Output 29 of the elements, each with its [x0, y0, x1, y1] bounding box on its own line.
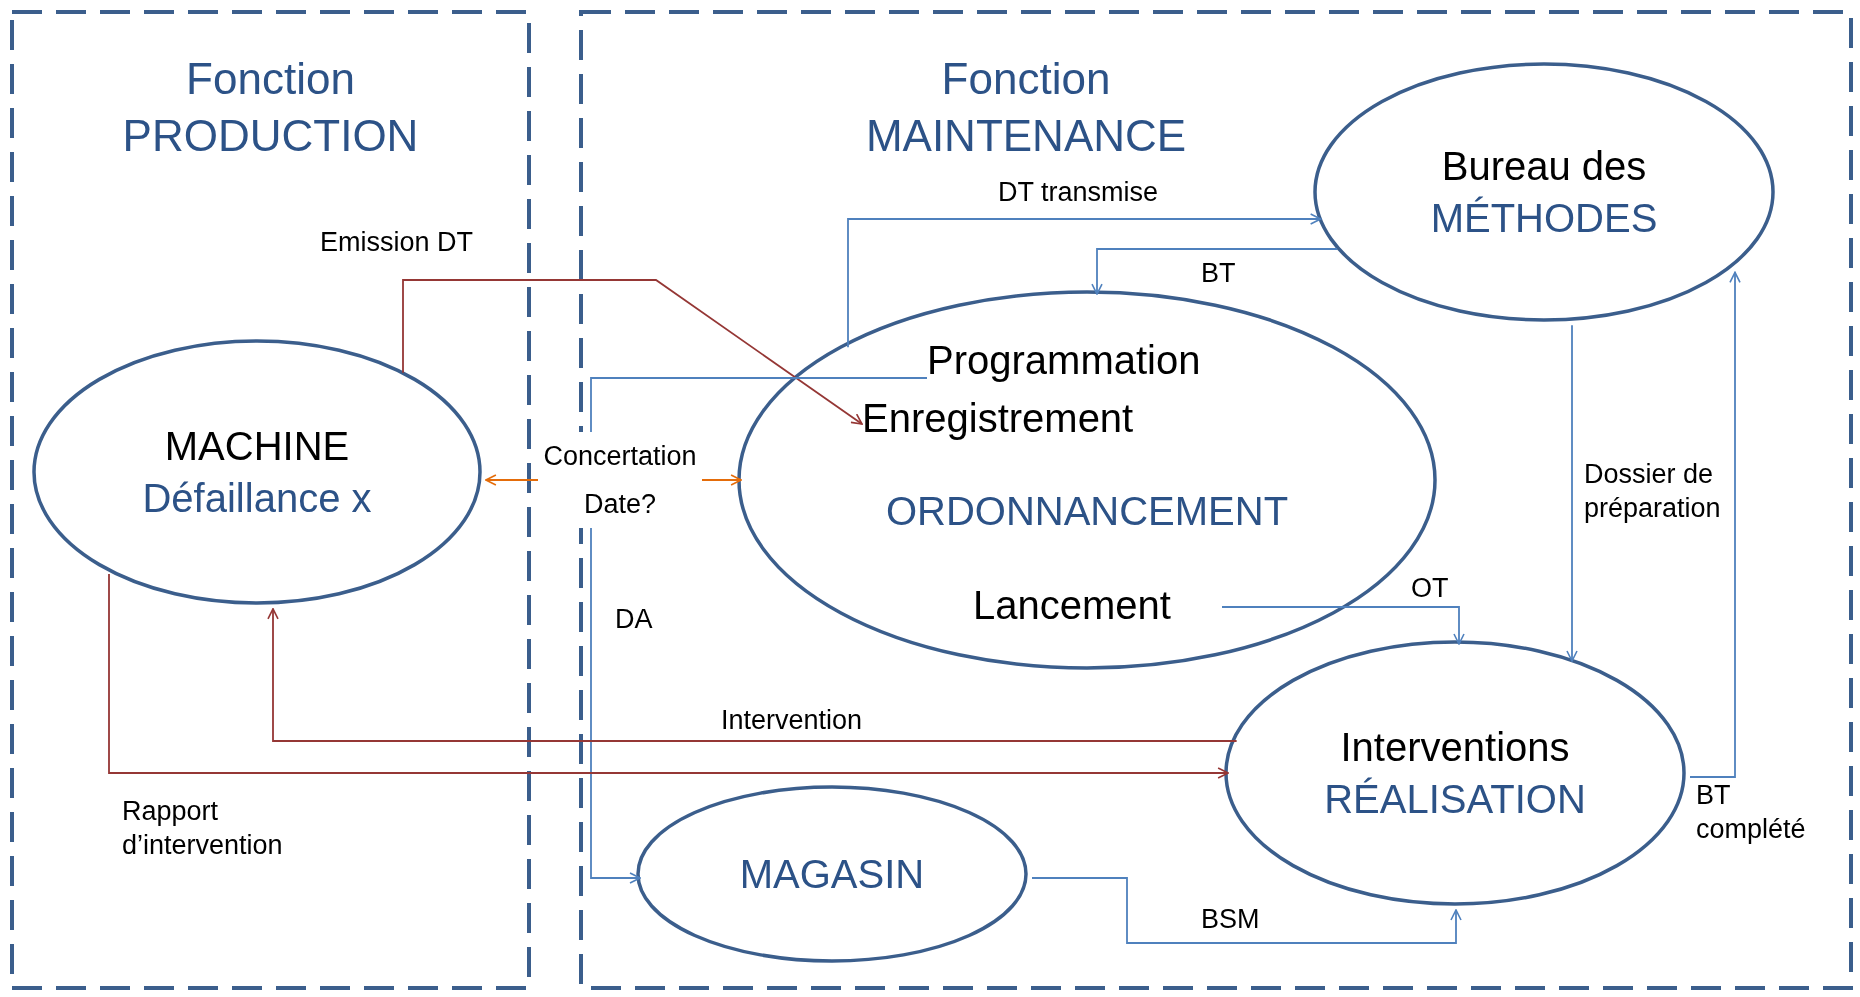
- node-title: ORDONNANCEMENT: [885, 488, 1289, 535]
- node-title: Bureau des: [1441, 143, 1647, 190]
- process-ellipse: [636, 785, 1028, 963]
- step-text: Programmation: [927, 336, 1267, 384]
- arrow: [1566, 324, 1578, 662]
- process-ellipse: [1313, 62, 1775, 322]
- edge-label: Concertation Date?: [538, 432, 702, 528]
- node-title: MACHINE: [164, 423, 350, 470]
- arrow: [1689, 271, 1741, 778]
- dashed-panel: [10, 10, 531, 990]
- arrow: [1221, 606, 1465, 645]
- node-subtitle: RÉALISATION: [1324, 776, 1586, 823]
- arrow: [267, 607, 1238, 742]
- process-ellipse: [1224, 640, 1686, 906]
- panel-title: Fonction MAINTENANCE: [864, 53, 1188, 163]
- node-title: MAGASIN: [739, 851, 925, 898]
- arrow: [1031, 877, 1462, 944]
- step-text: Enregistrement: [862, 394, 1192, 442]
- step-text: Lancement: [973, 581, 1218, 629]
- arrow: [108, 573, 1229, 779]
- node-subtitle: MÉTHODES: [1430, 195, 1658, 242]
- arrow: [1091, 248, 1338, 295]
- node-subtitle: Défaillance x: [142, 475, 372, 522]
- arrow: [590, 377, 928, 884]
- process-ellipse: [32, 339, 482, 605]
- arrow: [847, 213, 1322, 349]
- node-title: Interventions: [1340, 724, 1570, 771]
- arrow: [402, 279, 863, 425]
- panel-title: Fonction PRODUCTION: [121, 53, 420, 163]
